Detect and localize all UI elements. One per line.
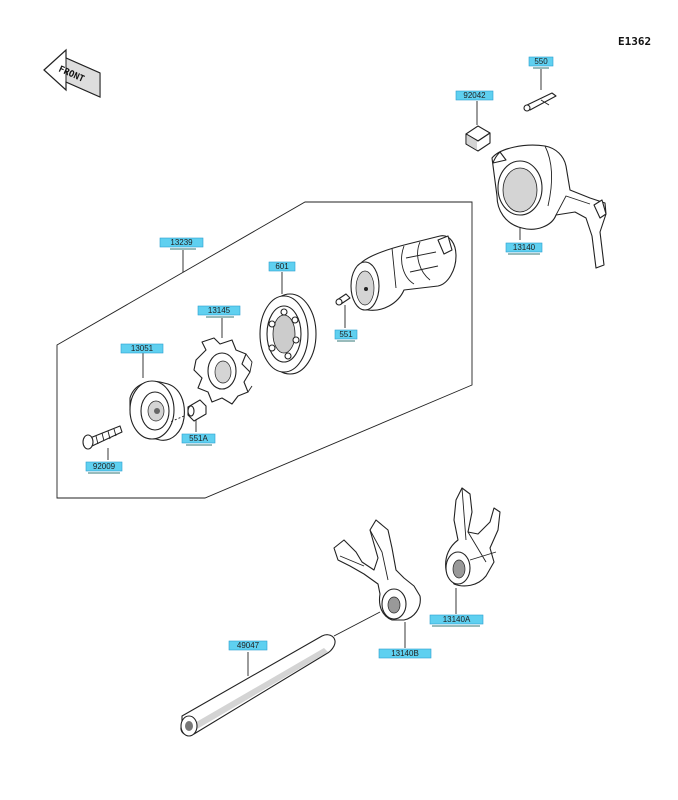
part-49047-shift-rod bbox=[180, 634, 336, 737]
label-551: 551 bbox=[334, 329, 358, 342]
label-13145: 13145 bbox=[197, 305, 241, 318]
part-92009-screw bbox=[82, 425, 123, 460]
drum-assembly-box bbox=[56, 201, 473, 499]
part-551-pin bbox=[335, 293, 351, 328]
label-13239: 13239 bbox=[159, 237, 204, 272]
svg-text:550: 550 bbox=[534, 57, 548, 66]
label-550: 550 bbox=[528, 56, 554, 69]
svg-text:13145: 13145 bbox=[208, 306, 231, 315]
svg-text:13140A: 13140A bbox=[443, 615, 471, 624]
part-92042-sleeve bbox=[465, 101, 491, 152]
part-13239-shift-drum bbox=[350, 235, 457, 311]
part-13140B-shift-fork bbox=[333, 519, 421, 648]
label-13140B: 13140B bbox=[378, 648, 432, 659]
part-550-pin bbox=[523, 68, 557, 112]
label-13051: 13051 bbox=[120, 343, 164, 354]
part-13140A-shift-fork bbox=[445, 487, 501, 614]
svg-text:551A: 551A bbox=[189, 434, 208, 443]
part-13140-shift-fork bbox=[491, 144, 607, 269]
label-551A: 551A bbox=[181, 433, 216, 446]
label-601: 601 bbox=[268, 261, 296, 272]
svg-text:92042: 92042 bbox=[463, 91, 486, 100]
part-601-bearing bbox=[259, 272, 317, 375]
svg-text:551: 551 bbox=[339, 330, 353, 339]
svg-text:13239: 13239 bbox=[170, 238, 193, 247]
part-13051-cam-plate bbox=[129, 353, 185, 441]
label-49047: 49047 bbox=[228, 640, 268, 651]
label-13140: 13140 bbox=[505, 242, 543, 255]
label-92042: 92042 bbox=[455, 90, 494, 101]
svg-text:13051: 13051 bbox=[131, 344, 154, 353]
svg-text:13140B: 13140B bbox=[391, 649, 419, 658]
part-13145-holder bbox=[193, 318, 253, 405]
svg-text:601: 601 bbox=[275, 262, 289, 271]
part-551A-pin bbox=[169, 399, 207, 432]
svg-text:13140: 13140 bbox=[513, 243, 536, 252]
label-13140A: 13140A bbox=[429, 614, 484, 627]
front-arrow-icon: FRONT bbox=[43, 48, 101, 98]
diagram-code: E1362 bbox=[618, 35, 651, 48]
label-92009: 92009 bbox=[85, 461, 123, 474]
svg-text:49047: 49047 bbox=[237, 641, 260, 650]
svg-text:92009: 92009 bbox=[93, 462, 116, 471]
